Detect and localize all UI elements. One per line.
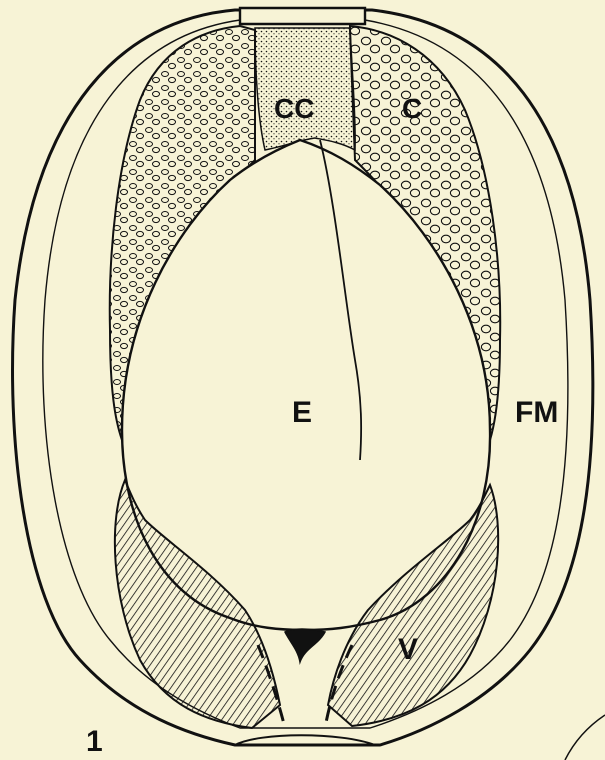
label-c: C — [402, 95, 422, 123]
figure-number: 1 — [86, 727, 103, 757]
corner-arc — [565, 715, 605, 760]
label-v: V — [398, 635, 418, 665]
label-e: E — [292, 398, 312, 428]
bottom-knot — [285, 629, 325, 662]
top-neck — [240, 8, 365, 24]
central-capsule — [255, 28, 355, 150]
label-fm: FM — [515, 398, 558, 428]
label-cc: CC — [274, 95, 314, 123]
